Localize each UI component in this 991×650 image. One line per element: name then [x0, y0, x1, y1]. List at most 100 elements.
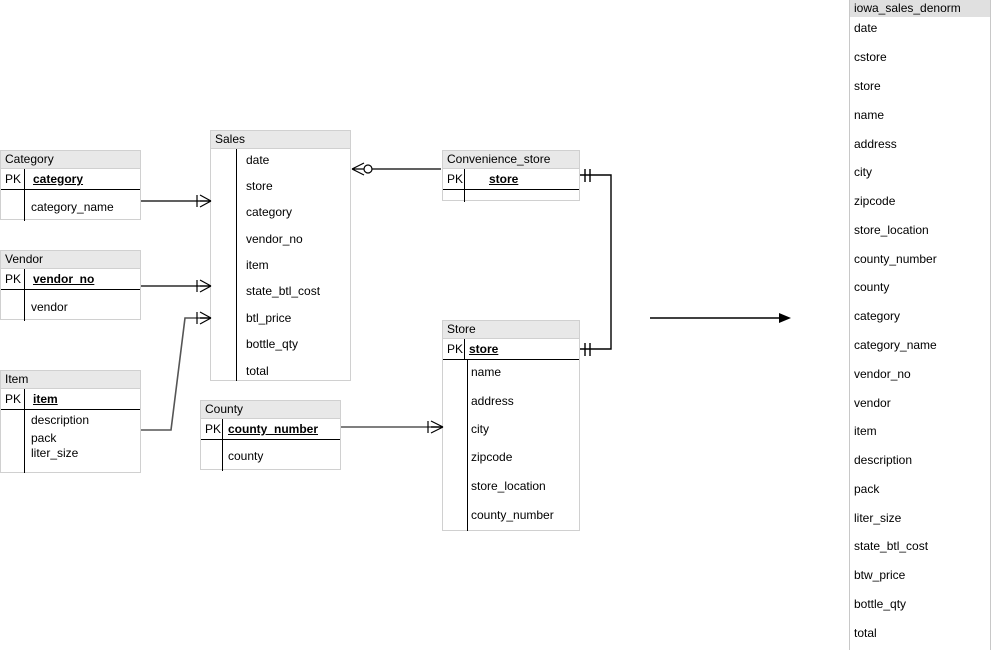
- denorm-column-zipcode: zipcode: [854, 194, 896, 208]
- entity-sales-body: date store category vendor_no item state…: [211, 149, 350, 381]
- entity-sales-title: Sales: [211, 131, 350, 149]
- attribute-category: category: [246, 205, 293, 219]
- attribute-vendor: vendor: [31, 300, 68, 314]
- entity-item-title: Item: [1, 371, 140, 389]
- pk-field-category: category: [33, 172, 84, 186]
- attribute-store: store: [246, 179, 273, 193]
- attribute-city: city: [471, 422, 489, 436]
- entity-category-pk-row: PK category: [1, 169, 140, 190]
- attribute-category-name: category_name: [31, 200, 114, 214]
- denorm-column-cstore: cstore: [854, 50, 887, 64]
- attribute-bottle-qty: bottle_qty: [246, 337, 299, 351]
- attribute-county: county: [228, 449, 264, 463]
- attribute-vendor-no: vendor_no: [246, 232, 303, 246]
- column-divider: [464, 190, 465, 202]
- denorm-column-bottle-qty: bottle_qty: [854, 597, 907, 611]
- attribute-county-number: county_number: [471, 508, 554, 522]
- entity-store-pk-row: PK store: [443, 339, 579, 360]
- denorm-column-county: county: [854, 280, 890, 294]
- pk-indicator: PK: [447, 342, 464, 356]
- denorm-column-city: city: [854, 165, 872, 179]
- column-divider: [236, 149, 237, 381]
- entity-store[interactable]: Store PK store name address city zipcode…: [442, 320, 580, 531]
- pk-field-item: item: [33, 392, 58, 406]
- column-divider: [464, 169, 465, 189]
- column-divider: [222, 440, 223, 471]
- entity-convenience-store-pk-row: PK store: [443, 169, 579, 190]
- pk-indicator: PK: [5, 272, 22, 286]
- column-divider: [467, 360, 468, 531]
- column-divider: [24, 290, 25, 321]
- entity-store-title: Store: [443, 321, 579, 339]
- er-diagram-canvas: Category PK category category_name Vendo…: [0, 130, 791, 531]
- entity-vendor-body: vendor: [1, 290, 140, 321]
- denorm-column-item: item: [854, 424, 877, 438]
- relationship-convenience-store-store: [580, 169, 612, 356]
- denorm-column-address: address: [854, 137, 897, 151]
- denormalized-table-panel[interactable]: iowa_sales_denorm date cstore store name…: [849, 0, 991, 650]
- attribute-address: address: [471, 394, 514, 408]
- entity-category-title: Category: [1, 151, 140, 169]
- entity-item-pk-row: PK item: [1, 389, 140, 410]
- entity-county-title: County: [201, 401, 340, 419]
- denorm-column-name: name: [854, 108, 885, 122]
- denorm-column-county-number: county_number: [854, 252, 937, 266]
- denorm-column-category: category: [854, 309, 901, 323]
- relationship-sales-convenience-store: [351, 162, 441, 176]
- entity-item-body: description pack liter_size: [1, 410, 140, 473]
- column-divider: [24, 269, 25, 289]
- pk-indicator: PK: [205, 422, 222, 436]
- denorm-column-description: description: [854, 453, 913, 467]
- entity-vendor-title: Vendor: [1, 251, 140, 269]
- entity-item[interactable]: Item PK item description pack liter_size: [0, 370, 141, 473]
- denorm-column-category-name: category_name: [854, 338, 937, 352]
- relationship-category-sales: [141, 194, 212, 208]
- denorm-column-state-btl-cost: state_btl_cost: [854, 539, 929, 553]
- pk-indicator: PK: [447, 172, 464, 186]
- entity-category[interactable]: Category PK category category_name: [0, 150, 141, 221]
- denorm-column-store: store: [854, 79, 881, 93]
- entity-vendor-pk-row: PK vendor_no: [1, 269, 140, 290]
- attribute-name: name: [471, 365, 502, 379]
- column-divider: [24, 190, 25, 221]
- entity-county[interactable]: County PK county_number county: [200, 400, 341, 471]
- pk-field-county-number: county_number: [228, 422, 319, 436]
- pk-field-vendor-no: vendor_no: [33, 272, 95, 286]
- entity-convenience-store[interactable]: Convenience_store PK store: [442, 150, 580, 202]
- attribute-item: item: [246, 258, 269, 272]
- column-divider: [24, 389, 25, 409]
- entity-store-body: name address city zipcode store_location…: [443, 360, 579, 531]
- denormalization-flow-arrow: [650, 313, 791, 323]
- column-divider: [222, 419, 223, 439]
- entity-category-body: category_name: [1, 190, 140, 221]
- denorm-column-pack: pack: [854, 482, 880, 496]
- attribute-total: total: [246, 364, 269, 378]
- denorm-column-liter-size: liter_size: [854, 511, 902, 525]
- entity-convenience-store-title: Convenience_store: [443, 151, 579, 169]
- entity-county-body: county: [201, 440, 340, 471]
- denorm-column-vendor: vendor: [854, 396, 891, 410]
- relationship-connectors: [141, 162, 791, 434]
- pk-field-store: store: [489, 172, 519, 186]
- denorm-column-date: date: [854, 21, 878, 35]
- attribute-date: date: [246, 153, 270, 167]
- relationship-county-store: [341, 420, 444, 434]
- attribute-state-btl-cost: state_btl_cost: [246, 284, 321, 298]
- denorm-column-vendor-no: vendor_no: [854, 367, 911, 381]
- column-divider: [464, 339, 465, 359]
- attribute-description: description: [31, 413, 90, 427]
- attribute-pack: pack: [31, 431, 57, 445]
- entity-convenience-store-body: [443, 190, 579, 202]
- entity-sales[interactable]: Sales date store category vendor_no item…: [210, 130, 351, 381]
- attribute-store-location: store_location: [471, 479, 546, 493]
- entity-vendor[interactable]: Vendor PK vendor_no vendor: [0, 250, 141, 321]
- pk-field-store: store: [469, 342, 499, 356]
- pk-indicator: PK: [5, 172, 22, 186]
- pk-indicator: PK: [5, 392, 22, 406]
- entity-county-pk-row: PK county_number: [201, 419, 340, 440]
- attribute-liter-size: liter_size: [31, 446, 79, 460]
- denorm-table-title: iowa_sales_denorm: [850, 0, 990, 17]
- column-divider: [24, 169, 25, 189]
- relationship-vendor-sales: [141, 279, 212, 293]
- column-divider: [24, 410, 25, 473]
